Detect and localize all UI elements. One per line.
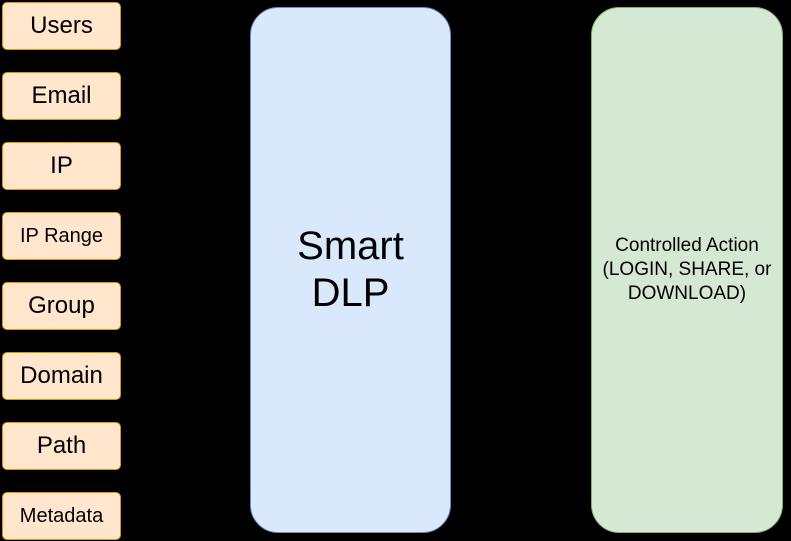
attribute-chip-domain[interactable]: Domain [2, 352, 121, 400]
attribute-chip-label: Group [28, 292, 95, 319]
attribute-chip-label: Email [31, 82, 92, 109]
smart-dlp-label: Smart DLP [297, 223, 404, 315]
attribute-chip-label: Users [30, 12, 93, 39]
attribute-chip-ip-range[interactable]: IP Range [2, 212, 121, 260]
smart-dlp-node[interactable]: Smart DLP [250, 7, 451, 533]
attribute-chip-label: Metadata [19, 505, 104, 527]
attribute-chip-users[interactable]: Users [2, 2, 121, 50]
controlled-action-node[interactable]: Controlled Action (LOGIN, SHARE, or DOWN… [591, 7, 783, 533]
attribute-chip-group[interactable]: Group [2, 282, 121, 330]
attribute-chip-email[interactable]: Email [2, 72, 121, 120]
controlled-action-label: Controlled Action (LOGIN, SHARE, or DOWN… [602, 234, 772, 305]
attribute-chip-label: IP [50, 152, 73, 179]
attribute-chip-metadata[interactable]: Metadata [2, 492, 121, 540]
attribute-chip-ip[interactable]: IP [2, 142, 121, 190]
attribute-chip-label: Path [36, 432, 87, 459]
attribute-chip-path[interactable]: Path [2, 422, 121, 470]
attribute-chip-label: Domain [20, 362, 103, 389]
attribute-chip-label: IP Range [19, 225, 104, 247]
